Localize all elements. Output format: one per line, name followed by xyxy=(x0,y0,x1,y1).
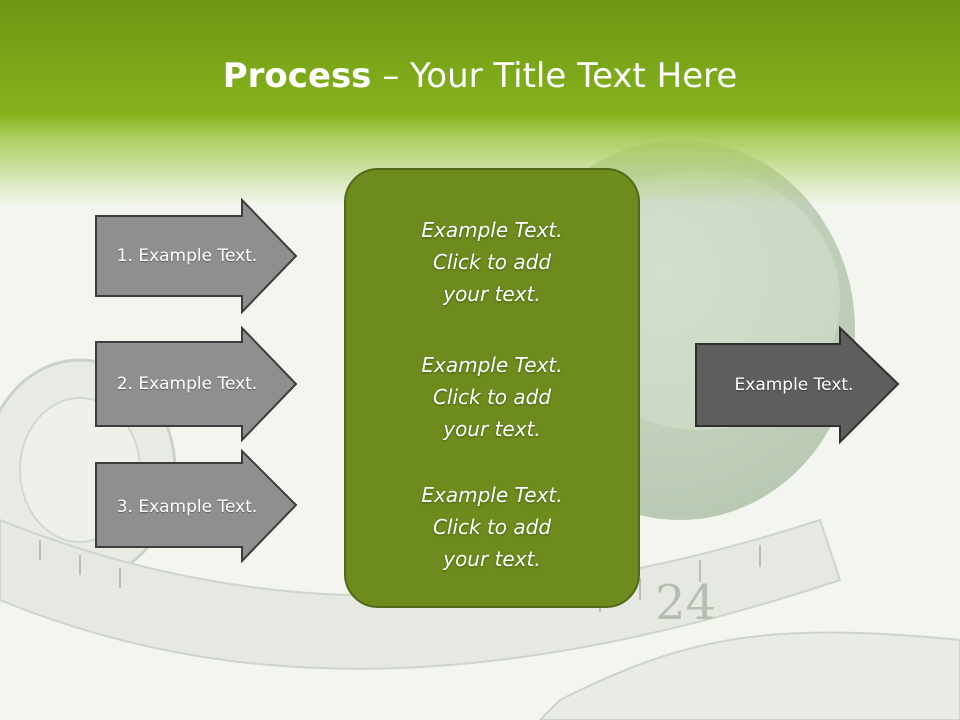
slide-title[interactable]: Process – Your Title Text Here xyxy=(0,52,960,100)
output-arrow[interactable]: Example Text. xyxy=(694,325,900,445)
center-paragraph-3-line-1: Example Text. xyxy=(421,483,563,507)
output-arrow-shape xyxy=(695,325,900,445)
arrow-shape-1 xyxy=(95,197,298,315)
center-paragraph-2: Example Text. Click to add your text. xyxy=(346,349,638,445)
center-paragraph-2-line-3: your text. xyxy=(443,417,541,441)
center-paragraph-3-line-2: Click to add xyxy=(432,515,552,539)
center-paragraph-1-line-2: Click to add xyxy=(432,250,552,274)
title-bold: Process xyxy=(222,56,372,96)
center-process-box[interactable]: Example Text. Click to add your text. Ex… xyxy=(344,168,640,608)
title-rest: – Your Title Text Here xyxy=(371,56,738,96)
arrow-shape-3 xyxy=(95,448,298,564)
center-paragraph-2-line-1: Example Text. xyxy=(421,353,563,377)
output-arrow-label: Example Text. xyxy=(734,375,854,395)
tape-number: 24 xyxy=(655,575,717,631)
center-paragraph-1: Example Text. Click to add your text. xyxy=(346,214,638,310)
center-paragraph-3-line-3: your text. xyxy=(443,547,541,571)
input-arrow-label-1: 1. Example Text. xyxy=(116,246,258,266)
input-arrow-3[interactable]: 3. Example Text. xyxy=(94,448,298,565)
center-paragraph-1-line-3: your text. xyxy=(443,282,541,306)
arrow-shape-2 xyxy=(95,325,298,443)
input-arrow-2[interactable]: 2. Example Text. xyxy=(94,325,298,443)
input-arrow-1[interactable]: 1. Example Text. xyxy=(94,197,298,315)
input-arrow-label-2: 2. Example Text. xyxy=(116,374,258,394)
center-paragraph-2-line-2: Click to add xyxy=(432,385,552,409)
center-paragraph-3: Example Text. Click to add your text. xyxy=(346,479,638,575)
input-arrow-label-3: 3. Example Text. xyxy=(116,497,258,517)
center-paragraph-1-line-1: Example Text. xyxy=(421,218,563,242)
